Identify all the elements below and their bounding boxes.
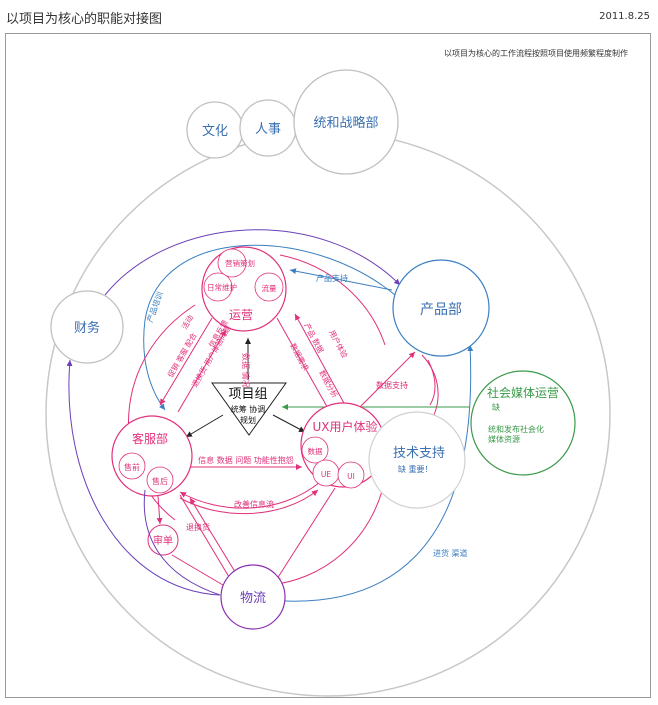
supply-arc <box>267 344 474 602</box>
note-text: 以项目为核心的工作流程按照项目使用频繁程度制作 <box>444 48 628 58</box>
header: 以项目为核心的职能对接图 2011.8.25 <box>0 0 658 30</box>
social-lack-label: 缺 <box>492 402 500 412</box>
tech-support-node[interactable]: 技术支持 缺 重要！ <box>368 411 466 509</box>
logistics-node[interactable]: 物流 <box>220 564 286 630</box>
tech-label: 技术支持 <box>393 446 445 461</box>
cs-label: 客服部 <box>132 431 168 446</box>
finance-product-arc <box>104 229 401 296</box>
supply-label: 进货 渠道 <box>433 548 468 558</box>
core-node[interactable]: 项目组 统筹 协调 规划 <box>211 382 287 436</box>
data-support-label: 数据支持 <box>376 380 408 390</box>
cs-aftersale-circle <box>146 466 174 494</box>
ux-label: UX用户体验 <box>312 419 377 434</box>
ops-sub-marketing: 营销策划 <box>225 258 255 268</box>
ux-node[interactable]: UX用户体验 数据 UE UI <box>300 402 386 489</box>
product-training-arc <box>144 244 396 321</box>
ops-node[interactable]: 营销策划 日常维护 流量 运营 <box>201 246 287 332</box>
ux-sub-ui: UI <box>347 472 355 481</box>
ops-sub-maintenance: 日常维护 <box>207 282 237 292</box>
core-label: 项目组 <box>228 387 267 402</box>
logistics-label: 物流 <box>240 591 266 606</box>
cs-aftersale: 售后 <box>152 476 168 486</box>
returns-arrow <box>179 494 233 583</box>
strategy-node[interactable]: 统和战略部 <box>293 69 399 175</box>
pink-arc-top <box>279 254 386 346</box>
returns-label: 退换货 <box>186 522 210 532</box>
product-support-arrow <box>289 268 393 291</box>
social-desc-2: 媒体资源 <box>488 434 520 444</box>
product-support-label: 产品支持 <box>316 273 348 283</box>
ux-ui-circle <box>337 461 365 489</box>
diagram-frame <box>5 33 651 698</box>
core-ux-arrow <box>272 414 306 433</box>
logistics-finance-arc <box>66 359 221 596</box>
ops-maint-circle <box>203 272 233 302</box>
ops-ux-arrow <box>276 317 331 413</box>
ops-sub-traffic: 流量 <box>262 283 277 293</box>
cs-presale: 售前 <box>124 462 140 472</box>
review-logistics-arrow <box>171 554 229 589</box>
ux-logistics-arrow <box>274 487 336 583</box>
page-title: 以项目为核心的职能对接图 <box>6 12 163 27</box>
ux-sub-ue: UE <box>321 470 331 479</box>
ux-ops-label-1: 用户体验 <box>327 328 350 360</box>
cs-ux-label: 信息 数据 问题 功能性抱怨 <box>198 455 294 465</box>
social-media-node[interactable]: 社会媒体运营 缺 统和发布社会化 媒体资源 <box>470 370 576 476</box>
improve-label: 改善信息流 <box>234 499 274 509</box>
review-label: 审单 <box>153 534 173 547</box>
pink-arc-left <box>128 304 196 521</box>
culture-node[interactable]: 文化 <box>186 101 244 159</box>
cs-ops-arrow <box>177 329 227 413</box>
ops-traffic-circle <box>254 272 284 302</box>
ops-cs-arrow <box>159 317 213 406</box>
ux-ops-arrow <box>294 313 346 406</box>
cs-presale-circle <box>118 452 146 480</box>
ops-label: 运营 <box>229 308 253 322</box>
core-sub-coordinate: 统筹 协调 <box>231 404 266 414</box>
ops-marketing-circle <box>217 248 247 278</box>
cs-ops-label-2: 退换货 用户体验问题 <box>189 323 233 389</box>
returns-arrow-back <box>189 497 241 581</box>
review-node[interactable]: 审单 <box>147 524 179 556</box>
social-desc-1: 统和发布社会化 <box>488 424 544 434</box>
core-cs-arrow <box>185 414 224 438</box>
ops-cs-label-2: 促销 客服 配合 <box>165 330 199 379</box>
hr-node[interactable]: 人事 <box>239 99 297 157</box>
ops-core-data: 数据 情况 <box>241 353 251 388</box>
ux-data-circle <box>301 436 329 464</box>
product-label: 产品部 <box>420 302 462 318</box>
tech-note: 缺 重要！ <box>398 464 433 474</box>
core-sub-plan: 规划 <box>240 415 256 425</box>
cs-node[interactable]: 客服部 售前 售后 <box>111 415 193 497</box>
ops-ux-label-2: 数据需求 <box>288 341 311 373</box>
strategy-label: 统和战略部 <box>313 115 378 131</box>
cs-logistics-arc <box>143 489 221 596</box>
ux-sub-data: 数据 <box>308 446 323 456</box>
culture-label: 文化 <box>202 124 228 139</box>
data-support-arrow <box>354 351 416 413</box>
finance-node[interactable]: 财务 <box>50 290 124 364</box>
pink-arc-bottom <box>269 479 386 588</box>
product-node[interactable]: 产品部 <box>392 259 490 357</box>
date-label: 2011.8.25 <box>599 11 650 22</box>
social-label: 社会媒体运营 <box>487 385 559 400</box>
product-tech-arrow-2 <box>427 359 436 406</box>
hr-label: 人事 <box>255 122 281 137</box>
finance-label: 财务 <box>74 320 100 336</box>
cs-review-arrow <box>156 495 163 525</box>
